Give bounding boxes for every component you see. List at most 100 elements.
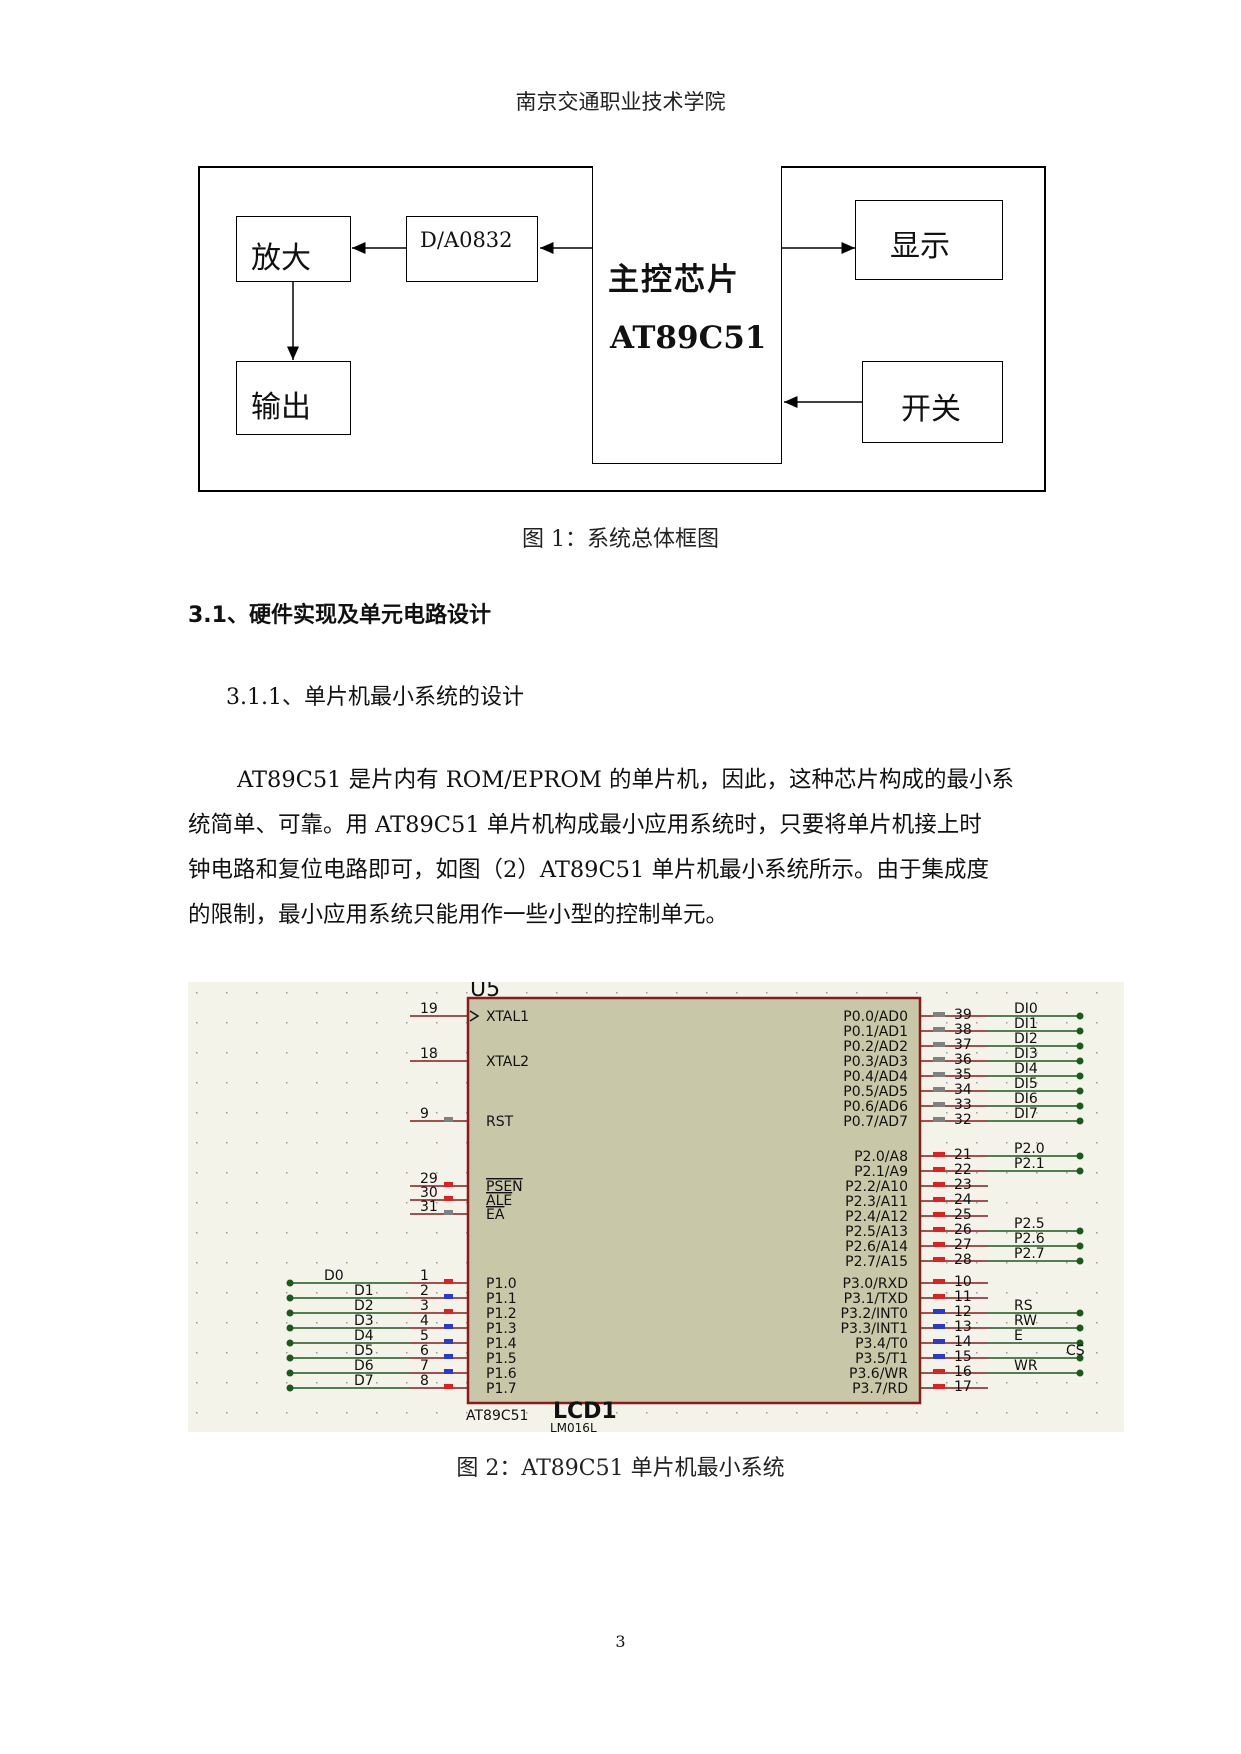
pin-marker <box>933 1257 945 1262</box>
mcu-pin-name: P3.6/WR <box>849 1366 908 1382</box>
block-display-label: 显示 <box>890 229 950 264</box>
block-output-label: 输出 <box>251 390 311 425</box>
page-header: 南京交通职业技术学院 <box>515 90 726 114</box>
net-label: E <box>1014 1328 1023 1344</box>
net-junction <box>1076 1117 1084 1125</box>
figure1-caption: 图 1：系统总体框图 <box>522 527 719 552</box>
mcu-pin-number: 12 <box>954 1304 972 1320</box>
mcu-pin-number: 22 <box>954 1162 972 1178</box>
block-dac: D/A0832 <box>406 216 538 282</box>
lcd-part-label: LM016L <box>550 1421 597 1432</box>
mcu-pin-number: 10 <box>954 1274 972 1290</box>
net-junction <box>286 1354 294 1362</box>
mcu-pin-number: 37 <box>954 1037 972 1053</box>
mcu-pin-number: 14 <box>954 1334 972 1350</box>
mcu-pin-name: P2.7/A15 <box>845 1254 908 1270</box>
mcu-pin-name: P1.0 <box>486 1276 517 1292</box>
net-junction <box>1076 1257 1084 1265</box>
net-junction <box>286 1384 294 1392</box>
mcu-pin-name: EA <box>486 1207 505 1223</box>
body-line: AT89C51 是片内有 ROM/EPROM 的单片机，因此，这种芯片构成的最小… <box>237 767 1014 793</box>
mcu-pin-name: P0.5/AD5 <box>843 1084 908 1100</box>
block-switch-label: 开关 <box>901 392 961 427</box>
net-junction <box>286 1324 294 1332</box>
pin-marker <box>933 1072 945 1077</box>
pin-marker <box>933 1242 945 1247</box>
pin-marker <box>444 1117 453 1122</box>
pin-marker <box>444 1369 453 1374</box>
mcu-pin-name: P0.7/AD7 <box>843 1114 908 1130</box>
mcu-pin-name: P2.4/A12 <box>845 1209 908 1225</box>
figure2-caption: 图 2：AT89C51 单片机最小系统 <box>456 1456 785 1481</box>
mcu-pin-number: 15 <box>954 1349 972 1365</box>
mcu-pin-name: XTAL2 <box>486 1054 529 1070</box>
mcu-pin-number: 6 <box>420 1343 429 1359</box>
mcu-pin-number: 28 <box>954 1252 972 1268</box>
net-label: D6 <box>354 1358 374 1374</box>
net-junction <box>286 1369 294 1377</box>
mcu-pin-number: 19 <box>420 1001 438 1017</box>
pin-marker <box>933 1309 945 1314</box>
pin-marker <box>444 1182 453 1187</box>
mcu-pin-number: 18 <box>420 1046 438 1062</box>
net-junction <box>1076 1354 1084 1362</box>
net-junction <box>1076 1012 1084 1020</box>
pin-marker <box>933 1117 945 1122</box>
net-label: DI7 <box>1014 1106 1038 1122</box>
pin-marker <box>933 1197 945 1202</box>
net-junction <box>1076 1152 1084 1160</box>
clock-marker-icon <box>469 1010 480 1022</box>
mcu-pin-number: 16 <box>954 1364 972 1380</box>
pin-marker <box>933 1087 945 1092</box>
body-paragraph: AT89C51 是片内有 ROM/EPROM 的单片机，因此，这种芯片构成的最小… <box>188 758 1058 938</box>
mcu-pin-number: 32 <box>954 1112 972 1128</box>
mcu-pin-number: 39 <box>954 1007 972 1023</box>
pin-marker <box>933 1152 945 1157</box>
mcu-pin-name: P2.1/A9 <box>854 1164 908 1180</box>
body-line: 的限制，最小应用系统只能用作一些小型的控制单元。 <box>188 902 729 928</box>
net-junction <box>286 1294 294 1302</box>
mcu-pin-name: P0.0/AD0 <box>843 1009 908 1025</box>
mcu-pin-number: 11 <box>954 1289 972 1305</box>
mcu-pin-name: P3.0/RXD <box>842 1276 908 1292</box>
net-junction <box>1076 1057 1084 1065</box>
mcu-pin-number: 36 <box>954 1052 972 1068</box>
net-junction <box>1076 1324 1084 1332</box>
pin-marker <box>444 1196 453 1201</box>
net-label: D0 <box>324 1268 344 1284</box>
mcu-pin-name: P0.4/AD4 <box>843 1069 908 1085</box>
net-label: RS <box>1014 1298 1033 1314</box>
net-label: P2.5 <box>1014 1216 1045 1232</box>
net-label: D7 <box>354 1373 374 1389</box>
pin-marker <box>933 1012 945 1017</box>
net-label: D5 <box>354 1343 374 1359</box>
mcu-pin-name: P2.0/A8 <box>854 1149 908 1165</box>
pin-marker <box>933 1167 945 1172</box>
block-chip-model: AT89C51 <box>610 320 767 356</box>
mcu-pin-name: P3.2/INT0 <box>841 1306 908 1322</box>
pin-marker <box>933 1057 945 1062</box>
pin-marker <box>933 1354 945 1359</box>
mcu-pin-name: P2.3/A11 <box>845 1194 908 1210</box>
net-label: DI4 <box>1014 1061 1038 1077</box>
mcu-pin-number: 9 <box>420 1106 429 1122</box>
mcu-pin-name: P1.2 <box>486 1306 517 1322</box>
pin-marker <box>444 1324 453 1329</box>
mcu-pin-number: 5 <box>420 1328 429 1344</box>
net-label: CS <box>1066 1343 1085 1359</box>
mcu-pin-number: 4 <box>420 1313 429 1329</box>
pin-marker <box>444 1354 453 1359</box>
subsection-heading: 3.1.1、单片机最小系统的设计 <box>226 685 524 710</box>
net-junction <box>1076 1102 1084 1110</box>
net-label: DI2 <box>1014 1031 1038 1047</box>
net-label: D2 <box>354 1298 374 1314</box>
pin-marker <box>933 1212 945 1217</box>
net-label: WR <box>1014 1358 1038 1374</box>
mcu-pin-number: 23 <box>954 1177 972 1193</box>
mcu-pin-number: 1 <box>420 1268 429 1284</box>
block-chip-title: 主控芯片 <box>608 262 740 298</box>
pin-marker <box>933 1027 945 1032</box>
mcu-pin-number: 7 <box>420 1358 429 1374</box>
mcu-pin-name: P2.5/A13 <box>845 1224 908 1240</box>
mcu-pin-name: P3.3/INT1 <box>841 1321 908 1337</box>
